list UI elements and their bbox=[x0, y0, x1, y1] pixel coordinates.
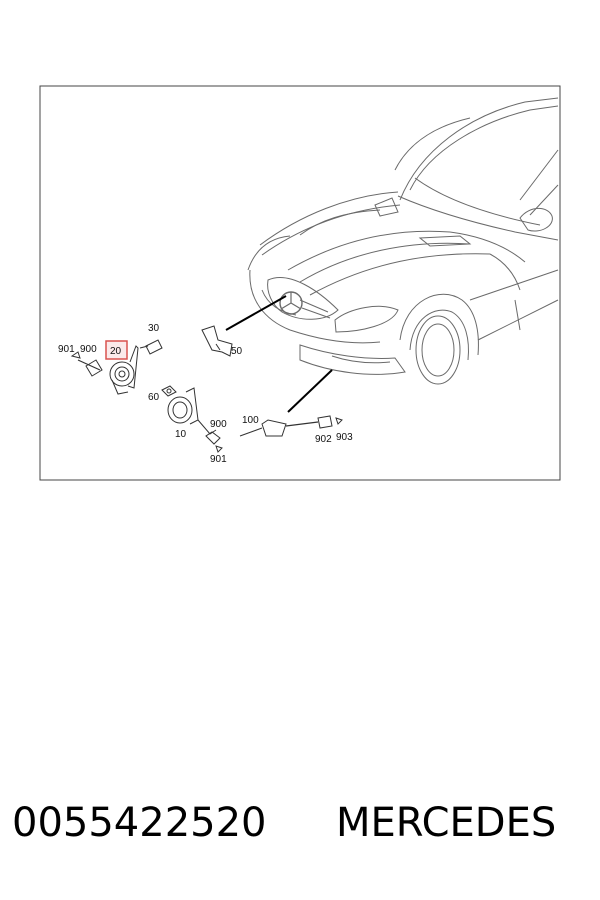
caption-bar: 0055422520 MERCEDES bbox=[0, 800, 600, 860]
callout-20: 20 bbox=[110, 346, 122, 357]
callout-100: 100 bbox=[242, 415, 259, 426]
diagram-frame bbox=[39, 85, 561, 481]
screw-30-drawing bbox=[139, 339, 163, 355]
highlight-box-20 bbox=[105, 340, 128, 360]
callout-10: 10 bbox=[175, 429, 187, 440]
horn-10-drawing bbox=[167, 387, 223, 453]
callout-60: 60 bbox=[148, 392, 160, 403]
callout-30: 30 bbox=[148, 323, 160, 334]
nut-60-drawing bbox=[161, 385, 177, 397]
callout-900-right: 900 bbox=[210, 419, 227, 430]
brand-name: MERCEDES bbox=[336, 800, 557, 846]
callout-902: 902 bbox=[315, 434, 332, 445]
leader-line-50 bbox=[225, 295, 287, 331]
part-number: 0055422520 bbox=[12, 800, 267, 846]
leader-line-100 bbox=[287, 369, 333, 413]
horn-20-drawing bbox=[70, 345, 139, 395]
callout-900-left: 900 bbox=[80, 344, 97, 355]
car-front-drawing bbox=[247, 97, 559, 385]
bracket-50-drawing bbox=[201, 325, 233, 357]
leader-lines bbox=[225, 295, 333, 413]
callout-901-right: 901 bbox=[210, 454, 227, 465]
callout-50: 50 bbox=[231, 346, 243, 357]
callout-901-left: 901 bbox=[58, 344, 75, 355]
sensor-100-drawing bbox=[239, 415, 343, 437]
callout-903: 903 bbox=[336, 432, 353, 443]
